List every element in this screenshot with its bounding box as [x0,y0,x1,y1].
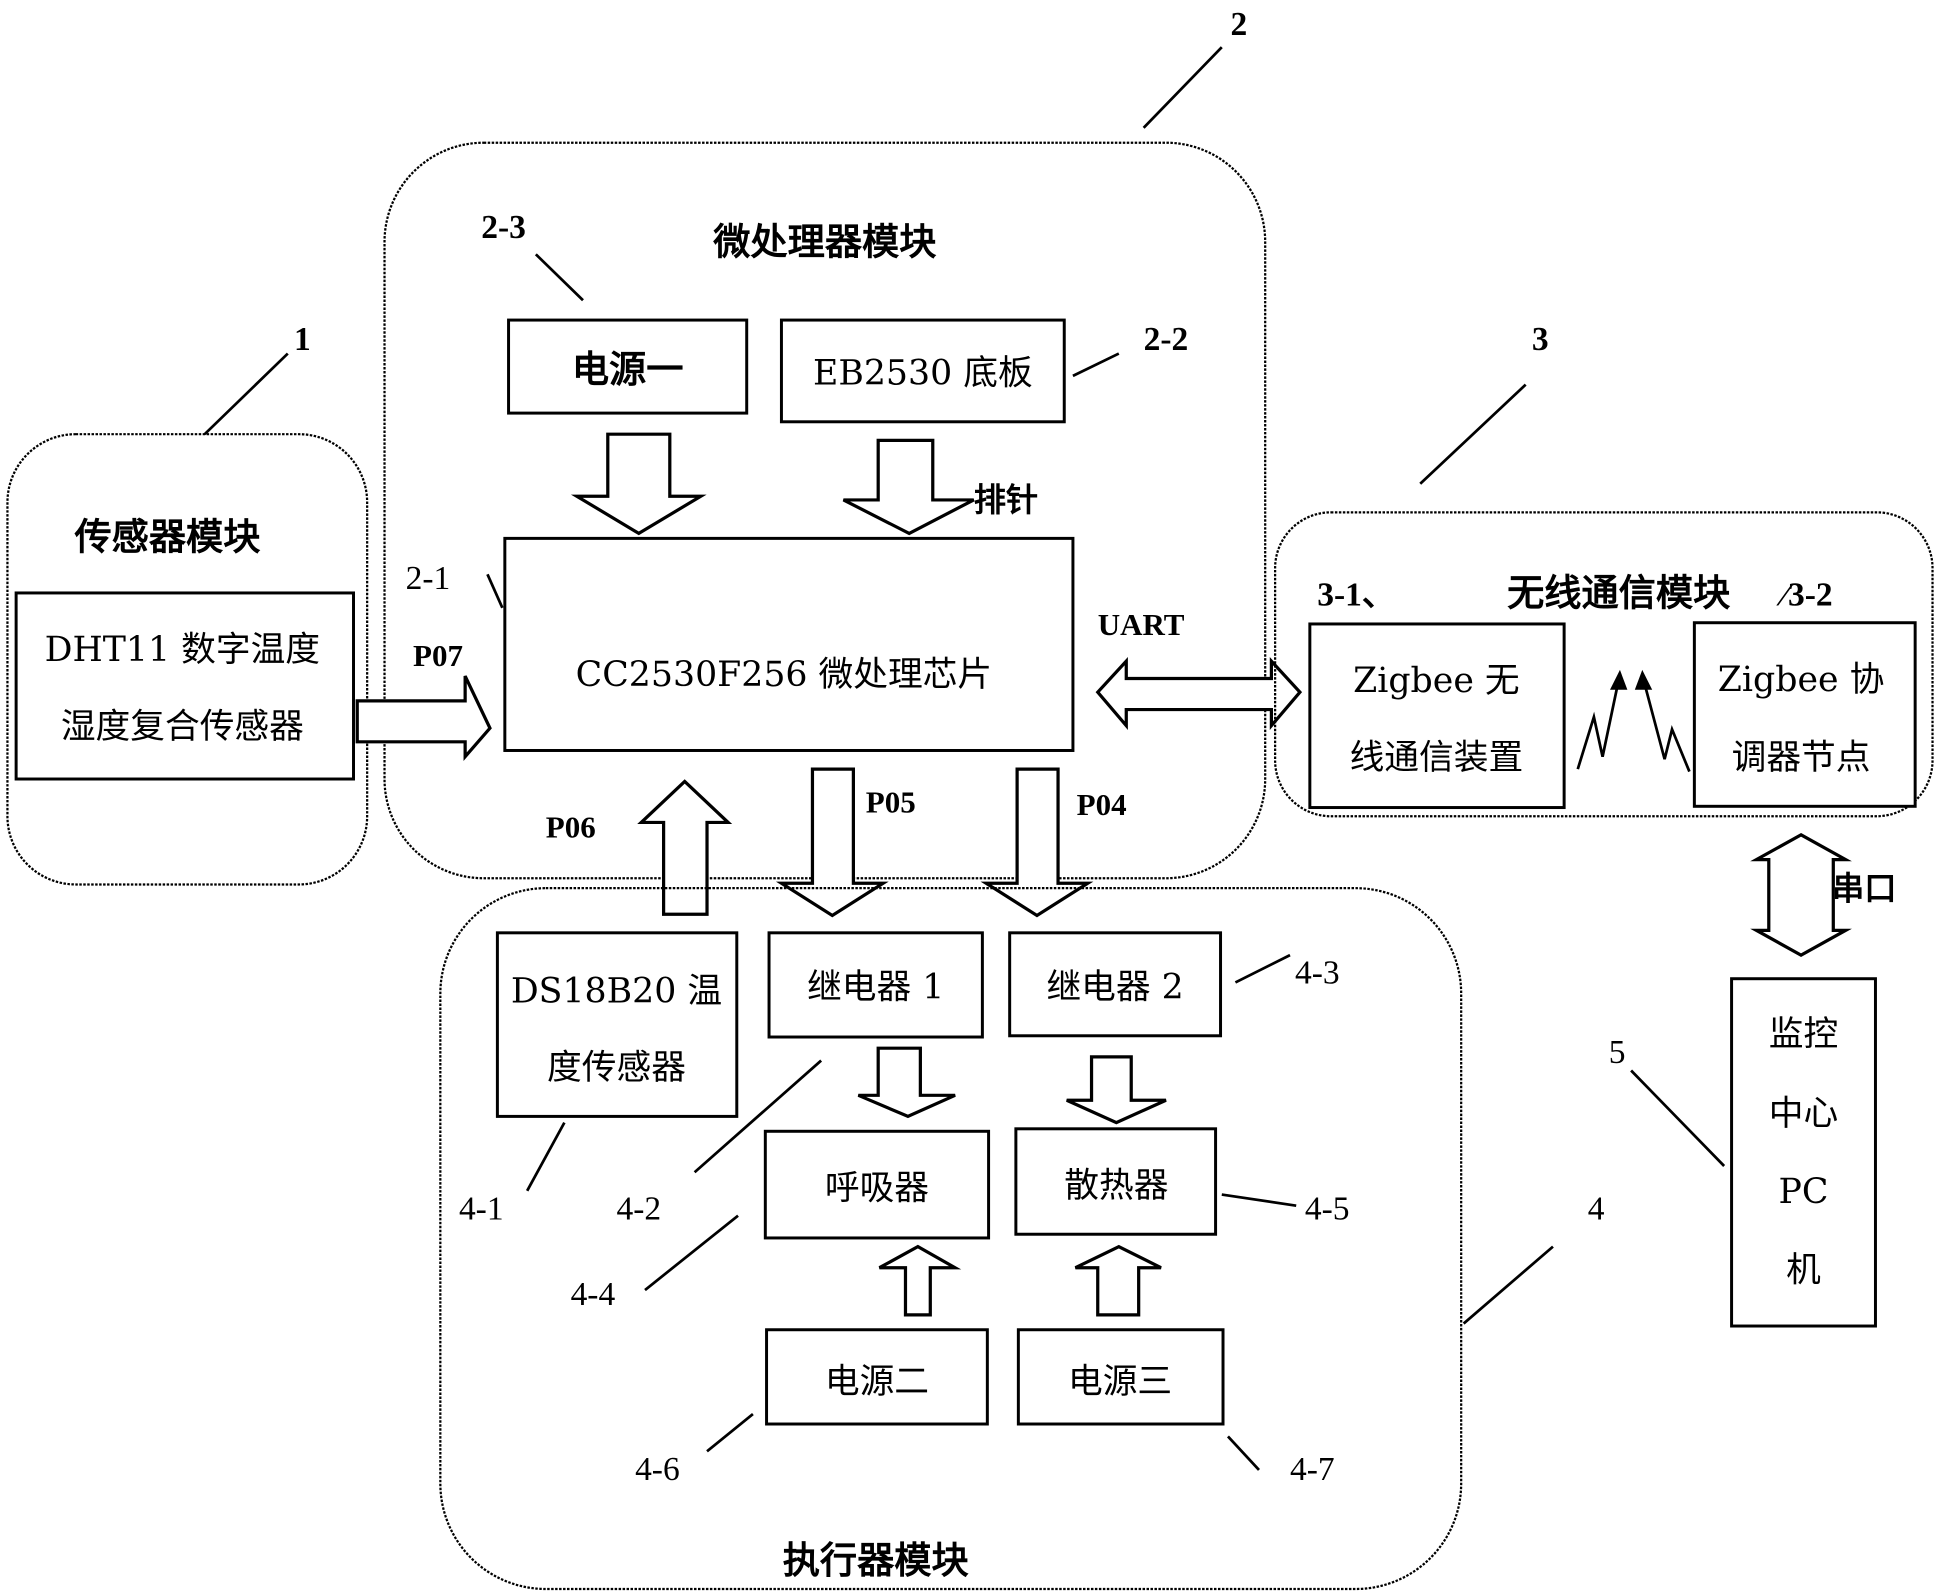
p06-label: P06 [546,809,596,844]
ds18b20-line1: DS18B20 温 [511,971,722,1011]
uart-double-arrow [1095,657,1303,731]
power2-label: 电源二 [825,1362,929,1402]
wireless-module-title: 无线通信模块 [1507,570,1731,614]
relay2-box [1008,931,1223,1038]
cc2530-chip-label: CC2530F256 微处理芯片 [576,655,992,695]
monitor-pc: 监控 中心 PC 机 5 [1609,977,1877,1328]
ref-4-4: 4-4 [571,1276,616,1313]
relay1-to-breather-arrow [857,1046,956,1119]
p05-arrow [775,767,889,918]
zigbee-coordinator-line2: 调器节点 [1732,738,1871,778]
leader-4-6 [706,1413,754,1453]
power1-to-chip-arrow [570,432,707,536]
ref-2-3: 2-3 [481,209,526,246]
power2-to-breather-arrow [878,1244,962,1317]
eb2530-board-label: EB2530 底板 [813,354,1033,394]
monitor-pc-line4: 机 [1786,1250,1821,1290]
zigbee-device-box [1308,622,1566,810]
leader-4-2 [693,1059,823,1174]
ref-4-3: 4-3 [1295,955,1340,992]
p06-arrow [637,779,733,916]
leader-4 [1462,1245,1554,1325]
zigbee-device-line1: Zigbee 无 [1353,661,1520,701]
ref-4-2: 4-2 [616,1190,661,1227]
actuator-module: 4 执行器模块 DS18B20 温 度传感器 4-1 继电器 1 4-2 继电器… [439,887,1605,1591]
power3-label: 电源三 [1068,1362,1172,1402]
leader-5 [1630,1069,1726,1167]
micro-module-title: 微处理器模块 [712,219,937,263]
leader-2-1 [486,573,504,609]
breather-label: 呼吸器 [825,1169,929,1209]
uart-label: UART [1098,607,1185,642]
leader-2-3 [534,253,584,302]
leader-4-5 [1221,1193,1297,1208]
power1-box [507,318,749,415]
zigbee-device-line2: 线通信装置 [1350,738,1524,778]
leader-4-7 [1226,1435,1260,1471]
ref-3: 3 [1532,321,1549,358]
p05-label: P05 [866,785,916,820]
leader-4-3 [1234,953,1291,984]
ref-2-2: 2-2 [1144,321,1189,358]
breather-box [763,1129,991,1240]
leader-3 [1419,383,1527,485]
relay2-label: 继电器 2 [1046,968,1183,1008]
dht11-label-line1: DHT11 数字温度 [45,630,320,670]
ds18b20-line2: 度传感器 [547,1048,686,1088]
ref-2-1: 2-1 [406,560,451,597]
leader-1 [203,352,289,436]
ref-4-7: 4-7 [1290,1451,1335,1488]
board-to-chip-arrow [842,438,975,536]
leader-2-2 [1072,352,1120,378]
sensor-module-frame [6,433,369,886]
monitor-pc-line3: PC [1779,1172,1829,1212]
power3-to-radiator-arrow [1074,1244,1162,1317]
ref-4: 4 [1588,1190,1605,1227]
ref-4-5: 4-5 [1305,1190,1350,1227]
sensor-module-title: 传感器模块 [73,515,261,559]
ref-1: 1 [294,321,311,358]
leader-4-1 [525,1121,566,1192]
p04-arrow [980,767,1094,918]
monitor-pc-box [1730,977,1877,1328]
zigbee-coordinator-box [1692,621,1917,808]
eb2530-board-box [779,318,1066,424]
micro-module: 2 微处理器模块 2-3 电源一 EB2530 底板 2-2 排针 CC2530… [383,6,1267,880]
power2-box [765,1328,989,1426]
dht11-box [14,591,355,781]
leader-2 [1142,46,1223,129]
dht11-label-line2: 湿度复合传感器 [61,707,304,747]
monitor-pc-line2: 中心 [1769,1094,1838,1134]
leader-4-4 [644,1214,739,1292]
relay2-to-radiator-arrow [1066,1055,1167,1125]
actuator-module-frame [439,887,1463,1591]
serial-port-label: 串口 [1832,869,1897,907]
power3-box [1016,1328,1225,1426]
wireless-module: 3 3-1、 无线通信模块 ⁄3-2 Zigbee 无 线通信装置 Zigbee… [1273,321,1934,818]
relay1-box [767,931,984,1039]
p07-arrow [355,675,492,761]
actuator-module-title: 执行器模块 [783,1538,970,1582]
ref-5: 5 [1609,1034,1626,1071]
p07-label: P07 [413,638,463,673]
cc2530-chip-box [503,536,1075,752]
sensor-module: 1 传感器模块 DHT11 数字温度 湿度复合传感器 [6,321,369,886]
relay1-label: 继电器 1 [807,968,944,1008]
power1-label: 电源一 [572,347,684,391]
radiator-box [1014,1127,1218,1236]
p04-label: P04 [1077,787,1127,822]
serial-double-arrow [1750,832,1852,957]
ref-3-1: 3-1、 [1317,576,1395,613]
ref-2: 2 [1230,6,1247,43]
wireless-signal-icon [1576,669,1691,773]
radiator-label: 散热器 [1064,1166,1168,1206]
pin-header-label: 排针 [974,481,1039,519]
ds18b20-box [495,931,739,1118]
ref-4-6: 4-6 [635,1451,680,1488]
ref-4-1: 4-1 [459,1190,504,1227]
ref-3-2: ⁄3-2 [1775,576,1832,613]
zigbee-coordinator-line1: Zigbee 协 [1718,660,1885,700]
monitor-pc-line1: 监控 [1769,1015,1838,1055]
